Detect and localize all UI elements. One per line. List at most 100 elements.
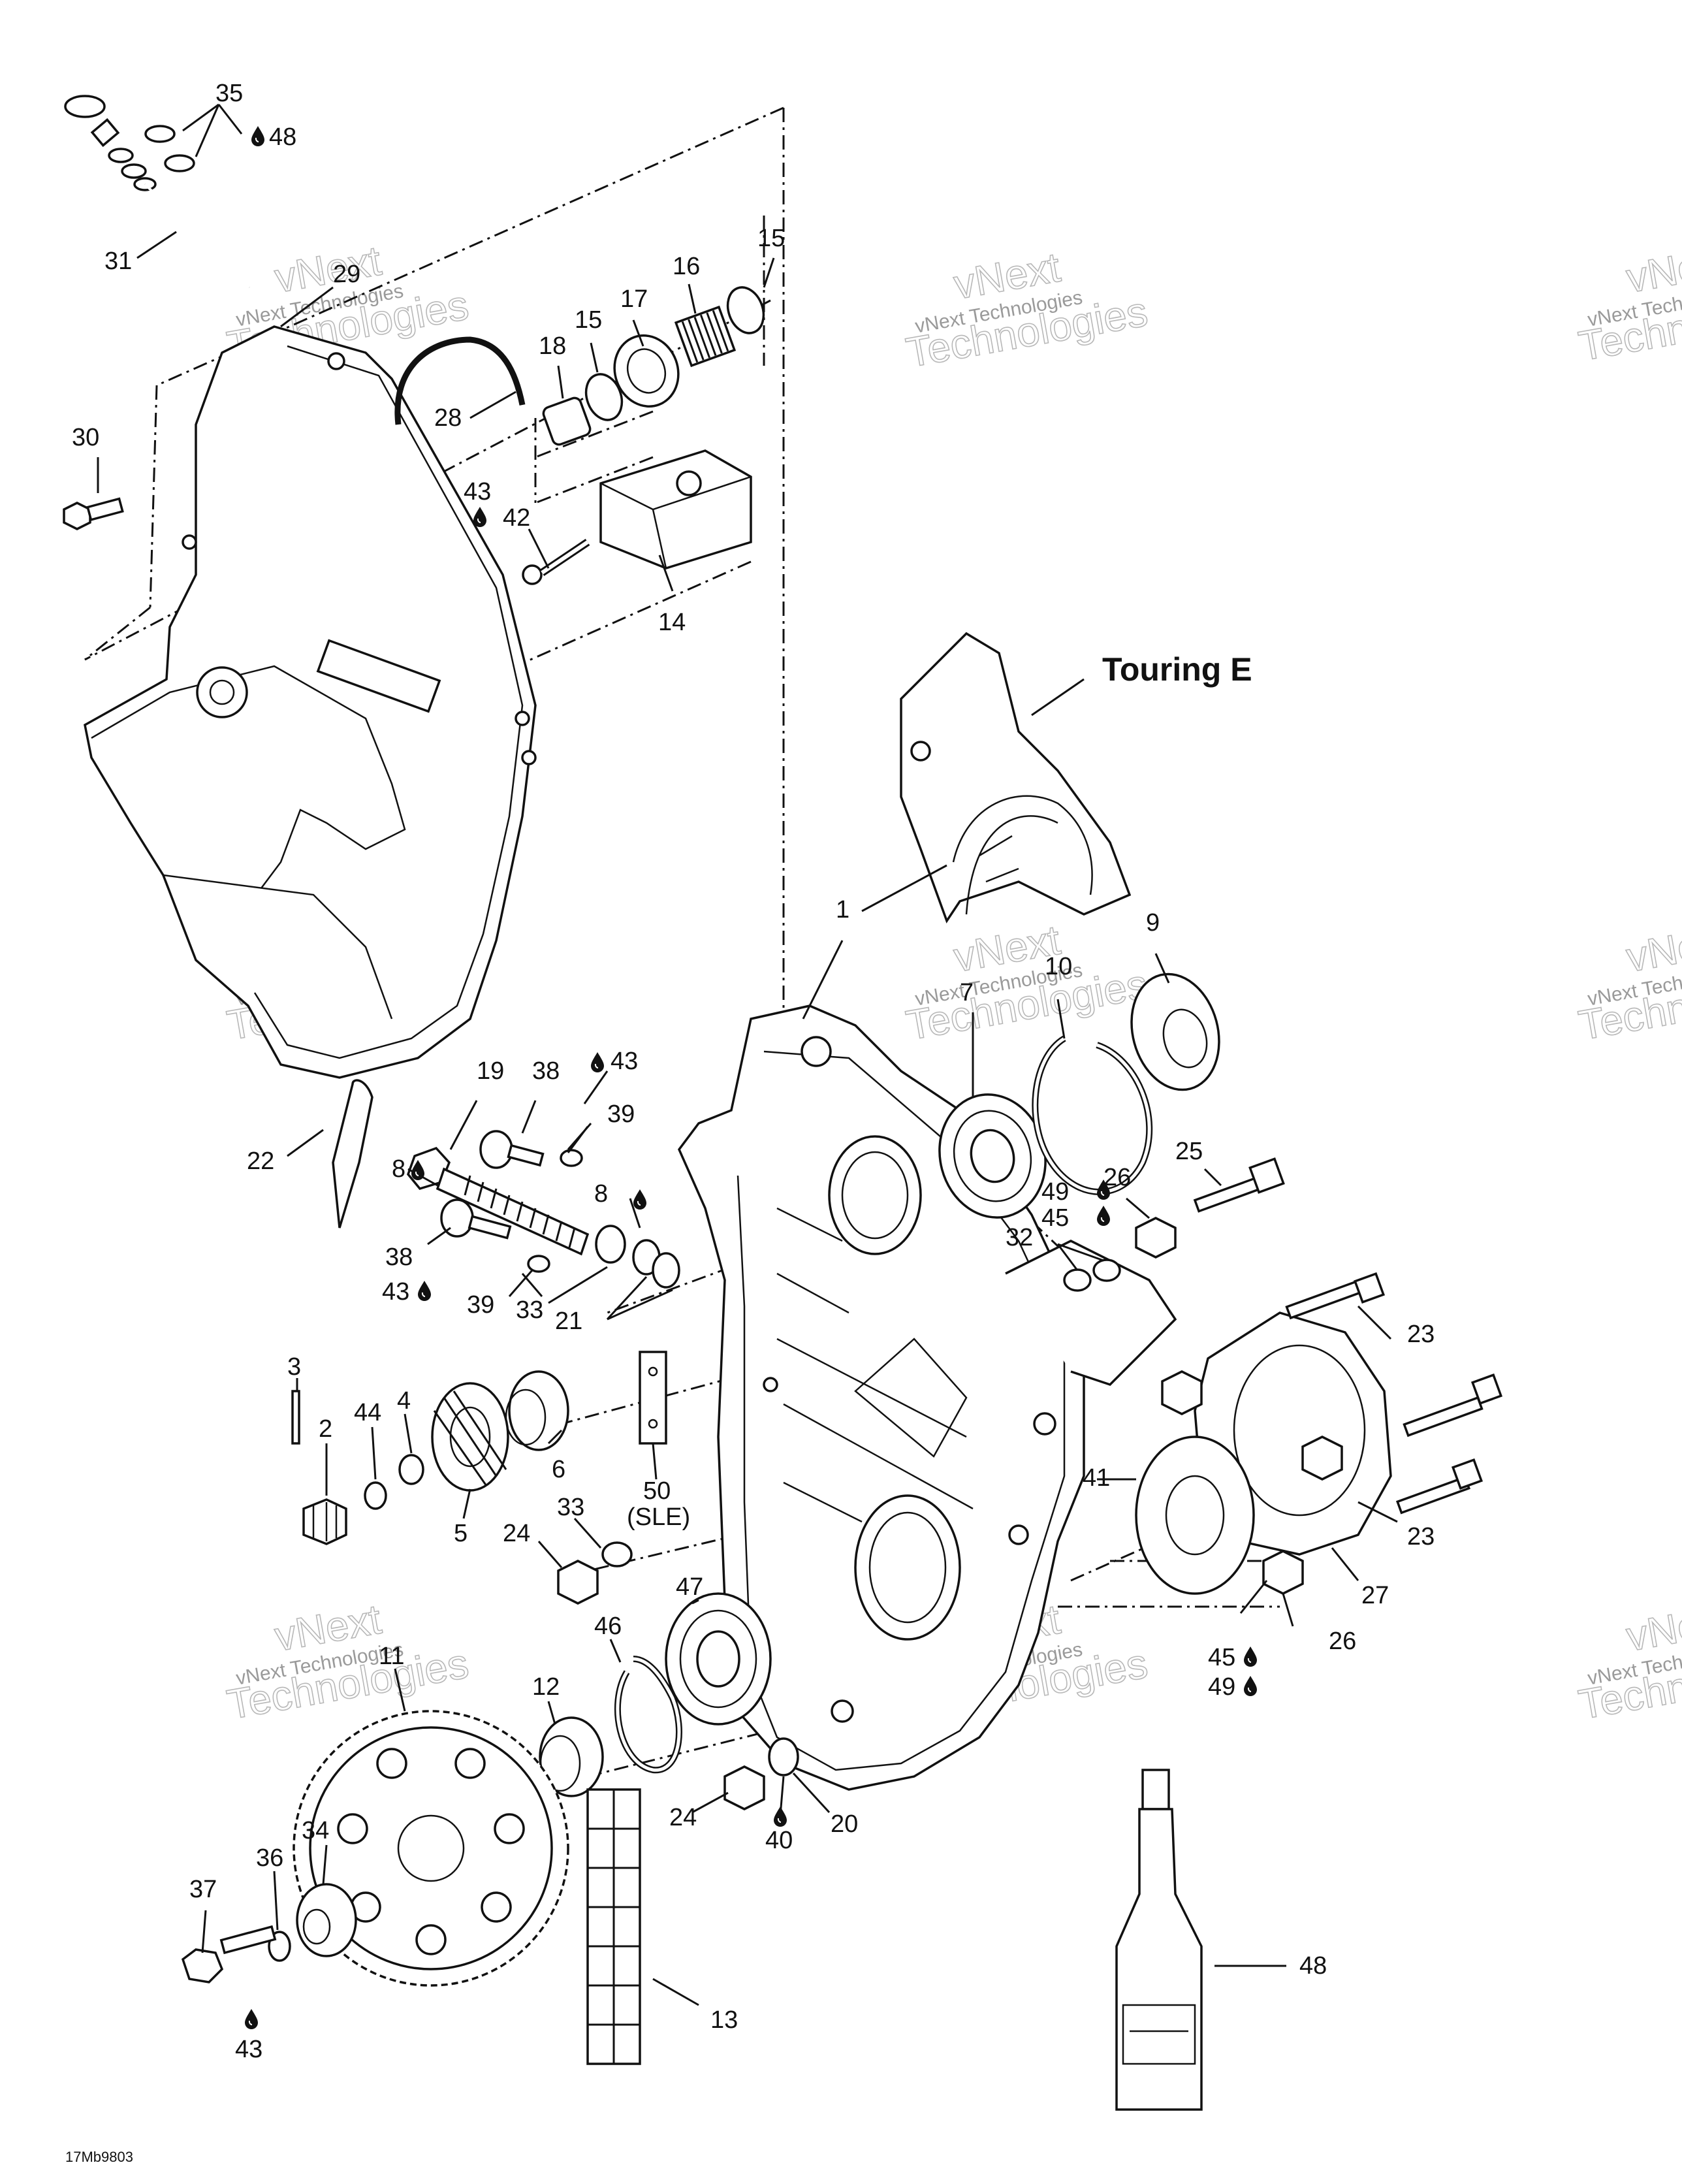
callout-28: 28: [434, 404, 462, 432]
bolt-part-37: [181, 1925, 277, 1983]
washer-part-33-lower: [601, 1541, 633, 1567]
callout-22: 22: [247, 1148, 274, 1175]
washer-part-9: [1130, 972, 1220, 1091]
callout-20: 20: [831, 1810, 858, 1838]
callout-48-bottom: 48: [1299, 1952, 1327, 1980]
callout-47: 47: [676, 1573, 703, 1601]
callout-48-top: 48: [269, 123, 296, 151]
callout-labels: 35 48 31 29 30 28 18 15 17 16 15 43 42 1…: [65, 80, 1435, 2165]
bearing-part-47: [665, 1592, 772, 1726]
callout-11: 11: [379, 1643, 404, 1670]
spacer-part-12: [539, 1716, 604, 1797]
callout-37: 37: [189, 1876, 217, 1903]
svg-text:vNext: vNext: [1623, 237, 1682, 302]
callout-touring-e: Touring E: [1102, 651, 1252, 688]
callout-31: 31: [104, 248, 132, 275]
callout-5: 5: [454, 1520, 468, 1547]
bearing-part-7: [938, 1093, 1047, 1219]
washer-part-33-upper: [595, 1225, 626, 1264]
bolts-part-23: [1285, 1272, 1503, 1515]
bolt-part-30: [63, 497, 124, 530]
washer-part-4: [398, 1454, 424, 1485]
callout-38-lower: 38: [385, 1244, 413, 1271]
bolt-part-42: [522, 539, 590, 585]
callout-42: 42: [503, 504, 530, 532]
callout-49-upper: 49: [1041, 1178, 1069, 1206]
callout-3: 3: [287, 1353, 301, 1381]
callout-18: 18: [539, 332, 566, 360]
callout-15-right: 15: [757, 225, 785, 252]
callout-43-top: 43: [464, 478, 491, 506]
washer-part-20: [768, 1737, 799, 1776]
callout-24-lower: 24: [669, 1804, 697, 1831]
chain-part-13: [586, 1788, 641, 2065]
callout-21: 21: [555, 1308, 582, 1335]
o-rings-part-21: [632, 1239, 680, 1289]
nut-part-26-left: [1161, 1370, 1203, 1415]
washer-part-44: [364, 1481, 387, 1510]
callout-44: 44: [354, 1399, 381, 1426]
nut-part-26-lower: [1262, 1550, 1304, 1595]
callout-45-lower: 45: [1208, 1644, 1235, 1671]
callout-50-sle: (SLE): [627, 1503, 690, 1531]
callout-36: 36: [256, 1844, 283, 1872]
callout-23-top: 23: [1407, 1321, 1435, 1348]
bearing-stack-parts-15-18: [542, 286, 765, 446]
callout-27: 27: [1361, 1582, 1389, 1609]
callout-43-mid: 43: [611, 1048, 638, 1075]
shim-part-50: [639, 1351, 667, 1445]
spacer-part-6: [505, 1370, 569, 1451]
callout-24-upper: 24: [503, 1520, 530, 1547]
callout-23-bottom: 23: [1407, 1523, 1435, 1550]
touring-e-bracket: [900, 632, 1132, 923]
callout-49-lower: 49: [1208, 1673, 1235, 1701]
callout-19: 19: [477, 1057, 504, 1085]
callout-50: 50: [643, 1477, 671, 1505]
bolt-part-38-lower: [440, 1198, 512, 1240]
callout-46: 46: [594, 1613, 622, 1640]
callout-17: 17: [620, 285, 648, 313]
oil-seal-part-41: [1135, 1436, 1255, 1595]
callout-39-top: 39: [607, 1100, 635, 1128]
nut-part-26-upper: [1135, 1217, 1177, 1259]
washer-part-39-lower: [527, 1255, 550, 1273]
callout-25: 25: [1175, 1138, 1203, 1165]
callout-14: 14: [658, 609, 686, 636]
callout-8-left: 8: [392, 1155, 405, 1183]
callout-16: 16: [673, 253, 700, 280]
callout-4: 4: [397, 1387, 411, 1415]
svg-text:vNext: vNext: [1623, 1596, 1682, 1660]
bolt-part-25: [1193, 1157, 1285, 1213]
callout-7: 7: [960, 979, 974, 1006]
svg-text:vNext: vNext: [1623, 916, 1682, 981]
sprocket-part-5: [431, 1382, 509, 1492]
tensioner-block-part-14: [599, 449, 752, 570]
callout-43-bottom: 43: [235, 2036, 262, 2063]
castle-nut-part-2: [302, 1498, 347, 1545]
callout-40: 40: [765, 1827, 793, 1854]
callout-8-right: 8: [594, 1180, 608, 1208]
washer-part-39-upper: [560, 1149, 583, 1167]
lubricant-bottle-part-48: [1115, 1769, 1203, 2111]
nut-part-24-upper: [557, 1560, 599, 1605]
circlip-part-10: [1032, 1035, 1153, 1195]
o-rings-part-35: [144, 125, 195, 172]
callout-33-upper: 33: [516, 1296, 543, 1324]
callout-39-lower: 39: [467, 1291, 494, 1319]
chaincase-cover-part-29: [84, 325, 537, 1079]
callout-29: 29: [333, 261, 360, 288]
callout-33-lower: 33: [557, 1494, 584, 1521]
callout-43-lower: 43: [382, 1278, 409, 1306]
figure-code: 17Mb9803: [65, 2149, 133, 2165]
washers-part-32: [1063, 1259, 1121, 1292]
callout-26-upper: 26: [1103, 1164, 1131, 1191]
callout-32: 32: [1006, 1224, 1033, 1251]
callout-30: 30: [72, 424, 99, 451]
callout-2: 2: [319, 1415, 332, 1443]
callout-34: 34: [302, 1817, 329, 1844]
dipstick-part-31: [64, 95, 251, 289]
leader-lines: [97, 103, 1398, 2006]
wire-part-28: [394, 336, 526, 425]
callout-26-lower: 26: [1329, 1628, 1356, 1655]
